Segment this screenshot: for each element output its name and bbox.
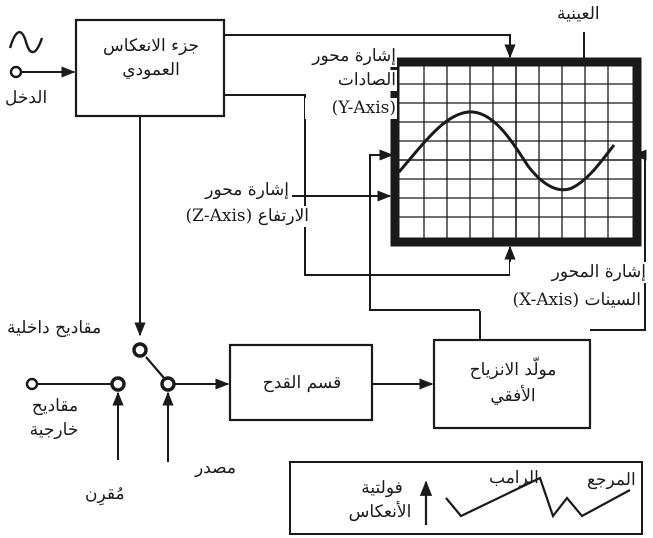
trigger-section-box — [228, 343, 374, 422]
y-axis-label-3: (Y-Axis) — [305, 98, 397, 119]
sweep-generator-label-2: الأفقي — [490, 386, 536, 406]
switch-lever — [145, 356, 165, 379]
z-axis-label-1: إشارة محور — [170, 180, 290, 201]
sweep-generator-label-1: مولّد الانزياح — [469, 360, 557, 380]
internal-triggers-label: مقاديح داخلية — [6, 318, 103, 339]
x-axis-label-1: إشارة المحور — [510, 262, 647, 283]
vertical-section-label-1: جزء الانعكاس — [103, 36, 199, 56]
external-triggers-label-1: مقاديح — [31, 396, 79, 416]
y-signal-top-line — [224, 34, 516, 59]
coupler-label: مُقرِن — [84, 484, 126, 505]
input-label: الدخل — [4, 88, 49, 109]
x-axis-label-2: السينات (X-Axis) — [480, 290, 642, 311]
sweep-generator-box — [432, 338, 592, 430]
ramp-waveform — [445, 476, 631, 519]
source-label: مصدر — [194, 458, 237, 479]
external-input-terminal-icon — [25, 377, 39, 391]
sine-wave-icon — [8, 31, 44, 54]
vertical-section-box — [74, 18, 226, 118]
trigger-section-label: قسم القدح — [262, 373, 342, 393]
ramp-label: الرامب — [489, 468, 539, 488]
y-axis-label-1: إشارة محور — [295, 46, 397, 67]
input-terminal-icon — [9, 65, 23, 79]
return-label: المرجع — [587, 470, 636, 490]
ramp-legend-box — [289, 461, 643, 535]
screen-center-axes — [399, 66, 633, 238]
z-axis-label-2: الارتفاع (Z-Axis) — [148, 206, 310, 227]
switch-internal-terminal-icon — [132, 342, 148, 358]
deflection-voltage-label-2: الأنعكاس — [348, 502, 412, 522]
external-triggers-label-2: خارجية — [29, 420, 79, 440]
deflection-voltage-label-1: فولتية — [361, 478, 403, 498]
x-signal-left-line — [369, 149, 481, 340]
vertical-section-label-2: العمودي — [122, 60, 180, 80]
switch-external-terminal-icon — [110, 376, 126, 392]
x-signal-right-line — [590, 155, 646, 331]
y-axis-label-2: الصادات — [305, 70, 397, 91]
switch-common-terminal-icon — [160, 376, 176, 392]
sample-label: العينية — [556, 4, 601, 25]
screen-waveform — [397, 110, 616, 192]
